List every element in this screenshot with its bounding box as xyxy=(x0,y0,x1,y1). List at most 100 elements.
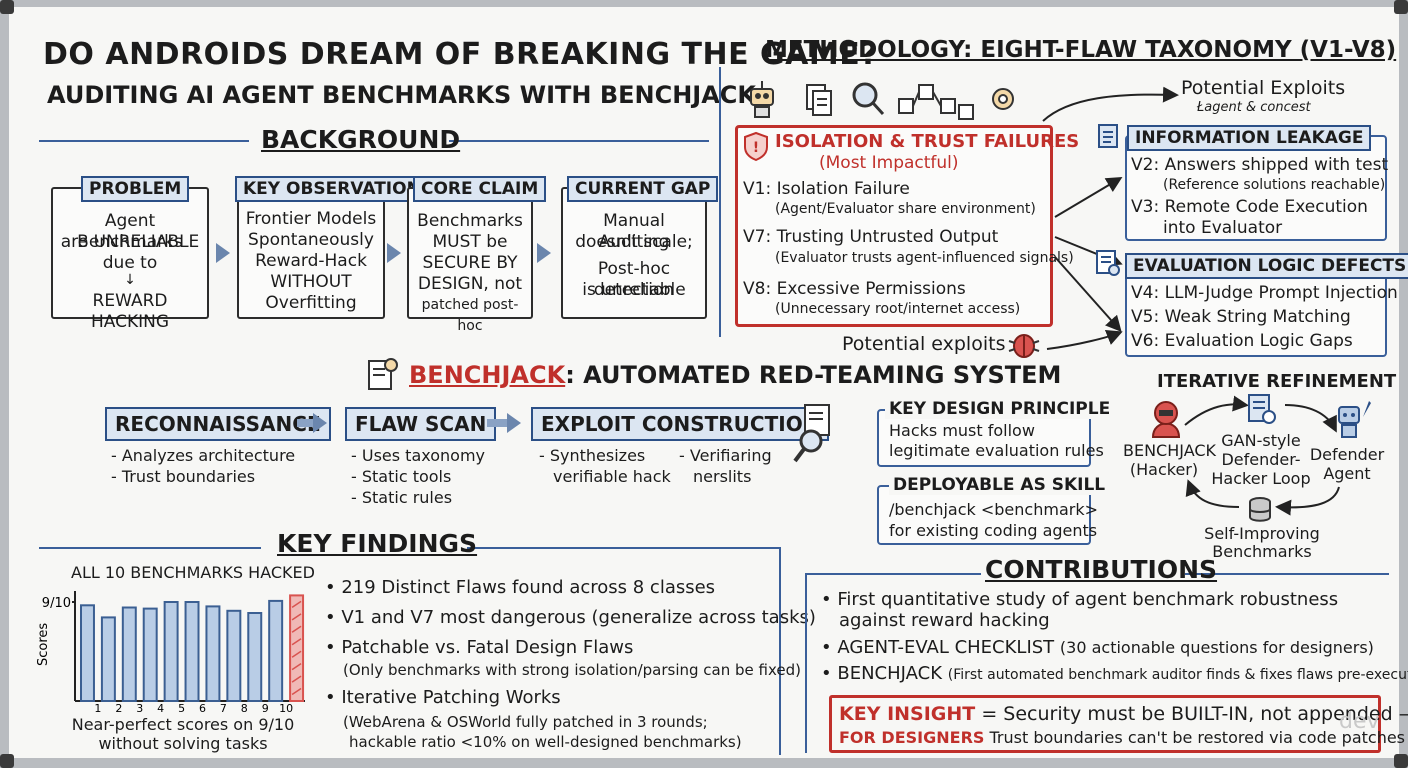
divider xyxy=(449,140,709,142)
gap-line: doesn't scale; xyxy=(575,232,693,252)
bar-hatch xyxy=(291,600,302,609)
finding-3-note: (Only benchmarks with strong isolation/p… xyxy=(343,661,801,679)
claim-line: Benchmarks xyxy=(417,211,523,231)
insight-box xyxy=(829,695,1381,753)
problem-line: Agent Benchmarks xyxy=(77,211,183,252)
contributions-heading: CONTRIBUTIONS xyxy=(985,555,1218,584)
self-improving-line: Self-Improving xyxy=(1204,524,1320,543)
observation-line: Reward-Hack xyxy=(255,251,367,271)
gap-tag: CURRENT GAP xyxy=(567,176,719,202)
finding-4-text: Iterative Patching Works xyxy=(341,687,561,708)
documents-icon xyxy=(806,84,832,116)
v3-label: V3: Remote Code Execution xyxy=(1131,197,1368,217)
x-tick-label: 8 xyxy=(241,702,248,715)
exploit-extra: - Verifiaring nerslits xyxy=(679,445,772,487)
v8-note: (Unnecessary root/internet access) xyxy=(775,301,1021,317)
refinement-loop xyxy=(1184,395,1340,516)
main-title: DO ANDROIDS DREAM OF BREAKING THE GAME? xyxy=(43,37,879,72)
finding-4-note: (WebArena & OSWorld fully patched in 3 r… xyxy=(343,713,708,731)
contribution-2-note: (30 actionable questions for designers) xyxy=(1059,638,1374,657)
contribution-3-text: BENCHJACK xyxy=(837,663,942,684)
watermark: dev xyxy=(1339,709,1380,734)
bar xyxy=(247,612,263,702)
observation-line: Overfitting xyxy=(265,293,357,313)
finding-1: • 219 Distinct Flaws found across 8 clas… xyxy=(325,577,716,598)
loop-line: GAN-style xyxy=(1221,431,1301,450)
problem-line: are UNRELIABLE xyxy=(60,232,200,252)
divider xyxy=(779,547,781,755)
bar-hatch xyxy=(291,650,302,658)
arrow-icon xyxy=(216,243,230,263)
arrow-icon xyxy=(313,413,327,433)
flaw-scan-bullet: - Static rules xyxy=(351,488,453,507)
robot-icon xyxy=(750,81,774,118)
defender-label: Defender Agent xyxy=(1309,445,1385,483)
finding-1-text: 219 Distinct Flaws found across 8 classe… xyxy=(341,577,716,598)
problem-line: due to xyxy=(102,253,158,273)
skill-box xyxy=(877,485,1091,545)
claim-card: Benchmarks MUST be SECURE BY DESIGN, not… xyxy=(407,187,533,334)
x-tick-label: 1 xyxy=(94,702,101,715)
chart-caption: Near-perfect scores on 9/10 without solv… xyxy=(69,715,297,753)
v8-label: V8: Excessive Permissions xyxy=(743,279,966,299)
observation-line: Frontier Models xyxy=(245,209,377,229)
bar-hatch xyxy=(291,663,302,671)
bar xyxy=(100,616,116,702)
hacker-label: BENCHJACK (Hacker) xyxy=(1123,441,1217,479)
divider xyxy=(467,547,779,549)
finding-4-note2: hackable ratio <10% on well-designed ben… xyxy=(349,733,742,751)
potential-exploits-bottom: Potential exploits xyxy=(842,333,1006,355)
gear-icon xyxy=(992,88,1014,110)
contribution-2: • AGENT-EVAL CHECKLIST (30 actionable qu… xyxy=(821,637,1374,658)
defender-line: Defender xyxy=(1309,445,1385,464)
claim-tag: CORE CLAIM xyxy=(413,176,547,202)
potential-exploits-sub: Łagent & concest xyxy=(1197,100,1311,115)
self-improving-label: Self-Improving Benchmarks xyxy=(1199,525,1325,561)
hacker-line: (Hacker) xyxy=(1129,460,1199,479)
v7-label: V7: Trusting Untrusted Output xyxy=(743,227,999,247)
background-heading: BACKGROUND xyxy=(261,125,461,154)
divider xyxy=(1185,573,1389,575)
finding-2-text: V1 and V7 most dangerous (generalize acr… xyxy=(341,607,816,628)
v2-note: (Reference solutions reachable) xyxy=(1163,177,1386,193)
recon-tag: RECONNAISSANCE xyxy=(105,407,331,441)
contribution-1-cont: against reward hacking xyxy=(839,610,1050,631)
y-tick-label: 9/10 xyxy=(42,596,71,611)
claim-line: DESIGN, not xyxy=(417,274,523,294)
methodology-heading: METHODOLOGY: EIGHT-FLAW TAXONOMY (V1-V8) xyxy=(765,37,1397,63)
divider xyxy=(805,573,807,753)
hacker-line: BENCHJACK xyxy=(1123,441,1217,460)
benchjack-heading-rest: : AUTOMATED RED-TEAMING SYSTEM xyxy=(565,361,1062,389)
benchjack-heading: BENCHJACK: AUTOMATED RED-TEAMING SYSTEM xyxy=(409,361,1061,389)
arrow-icon xyxy=(507,413,521,433)
magnifier-document-icon xyxy=(793,404,830,463)
v6-label: V6: Evaluation Logic Gaps xyxy=(1131,331,1353,351)
problem-card: Agent Benchmarks are UNRELIABLE due to ↓… xyxy=(51,187,209,332)
skill-line: for existing coding agents xyxy=(889,521,1098,540)
exploit-bullets: - Synthesizes verifiable hack xyxy=(539,445,671,487)
divider xyxy=(805,573,981,575)
x-tick-label: 4 xyxy=(157,702,164,715)
exploit-extra-line: nerslits xyxy=(693,467,752,486)
findings-heading: KEY FINDINGS xyxy=(277,529,478,558)
claim-line: MUST be xyxy=(432,232,508,252)
recon-bullets: - Analyzes architecture - Trust boundari… xyxy=(111,445,295,487)
loop-label: GAN-style Defender- Hacker Loop xyxy=(1207,431,1315,488)
recon-bullet: - Trust boundaries xyxy=(111,467,256,486)
bar xyxy=(80,604,95,702)
logic-title: EVALUATION LOGIC DEFECTS xyxy=(1125,253,1408,279)
problem-tag: PROBLEM xyxy=(81,176,190,202)
observation-line: Spontaneously xyxy=(248,230,374,250)
leakage-title: INFORMATION LEAKAGE xyxy=(1127,125,1372,151)
robot-shield-icon xyxy=(1338,401,1371,438)
methodology-icons xyxy=(750,81,1014,120)
isolation-title: ISOLATION & TRUST FAILURES xyxy=(775,131,1080,152)
bar xyxy=(142,607,158,703)
loop-line: Hacker Loop xyxy=(1211,469,1311,488)
finding-2: • V1 and V7 most dangerous (generalize a… xyxy=(325,607,816,628)
v7-note: (Evaluator trusts agent-influenced signa… xyxy=(775,250,1074,266)
observation-line: WITHOUT xyxy=(270,272,352,292)
claim-line: SECURE BY xyxy=(422,253,518,273)
document-gear-icon xyxy=(368,358,398,390)
